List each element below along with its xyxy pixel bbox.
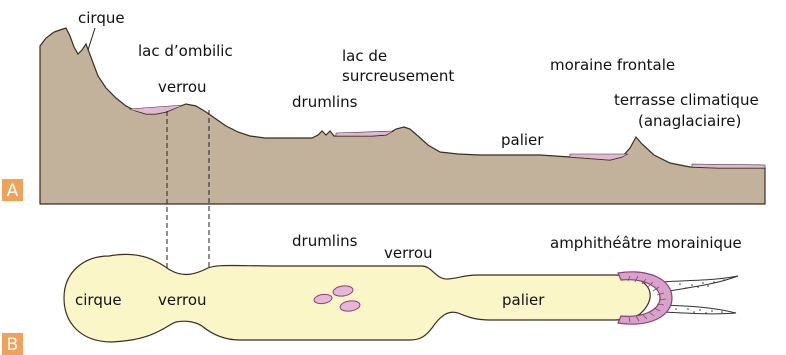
label-verrou-bottom: verrou [384,244,433,262]
label-anaglaciaire: (anaglaciaire) [638,112,741,130]
label-cirque-top: cirque [78,9,125,27]
label-palier-bottom: palier [502,291,545,309]
label-drumlins-bottom: drumlins [292,232,358,250]
plan-view-panel: B drumlins verrou amphithéâtre morainiqu… [2,232,742,355]
glacial-valley-outline [64,254,650,342]
label-moraine-frontale: moraine frontale [550,56,675,74]
profile-panel: A cirque lac d’ombilic verrou lac de sur… [2,9,765,204]
label-drumlins-top: drumlins [292,93,358,111]
label-surcreusement: surcreusement [342,67,454,85]
label-cirque-bottom: cirque [75,291,122,309]
label-palier-top: palier [501,131,544,149]
label-lac-ombilic: lac d’ombilic [138,42,233,60]
panel-badge-a-label: A [7,181,19,201]
label-terrasse-climatique: terrasse climatique [614,91,759,109]
terrace-lake [692,164,765,168]
label-lac-de: lac de [342,47,387,65]
panel-badge-b-label: B [7,335,19,355]
label-amphitheatre: amphithéâtre morainique [550,234,742,252]
cirque-leader-line [88,28,95,50]
overdeepening-lake [336,131,394,136]
label-verrou-top: verrou [158,78,207,96]
label-verrou-inner: verrou [158,291,207,309]
